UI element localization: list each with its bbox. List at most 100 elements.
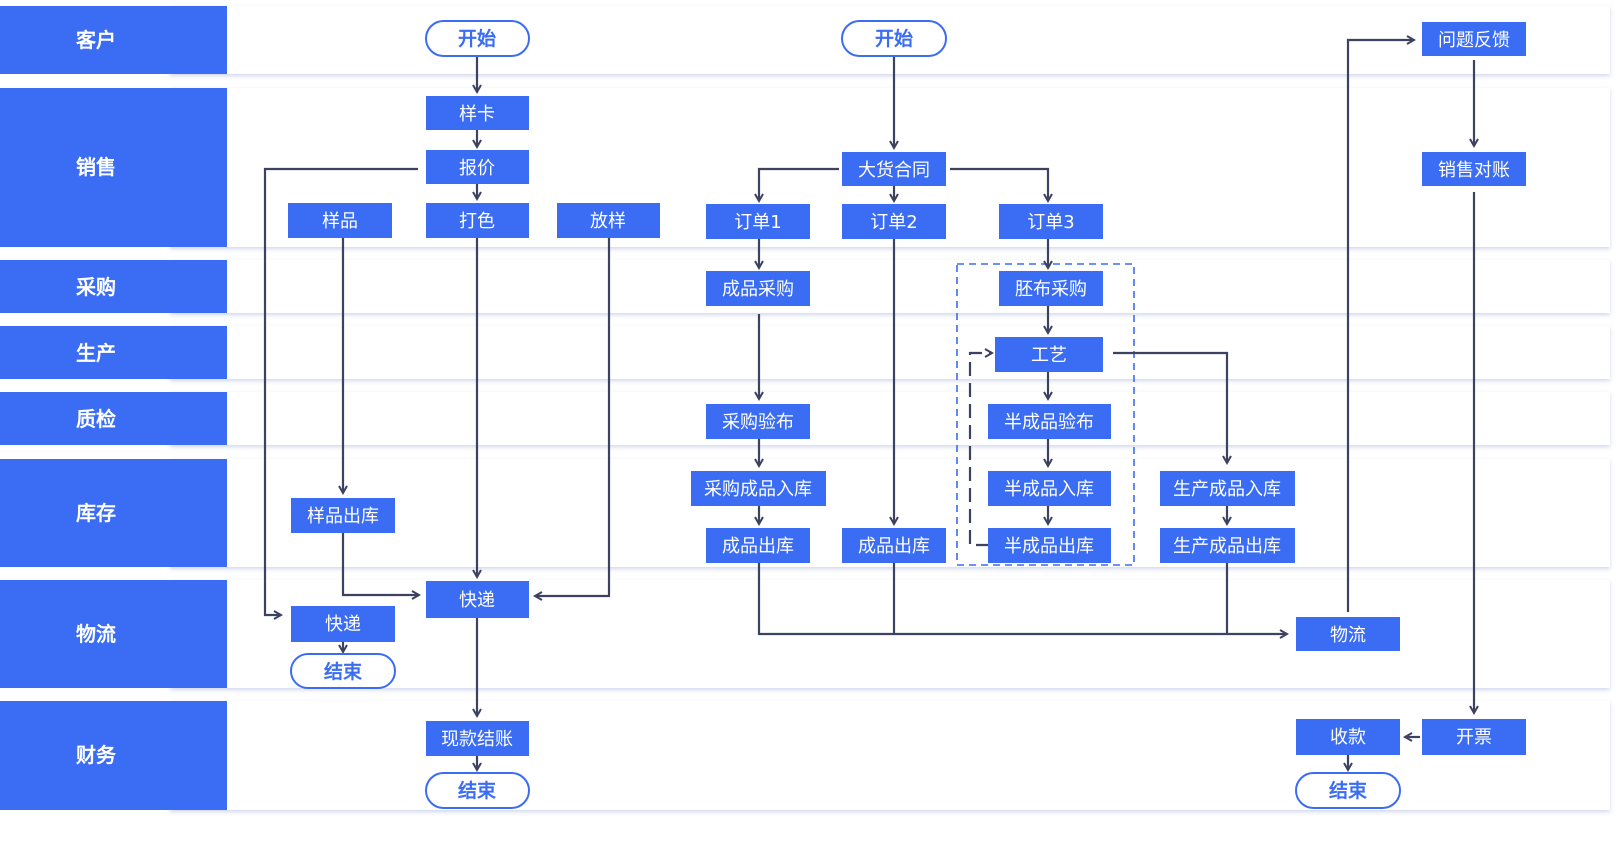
node-bcp-ruku[interactable]: [988, 471, 1111, 506]
node-sales-recon-label: 销售对账: [1438, 160, 1510, 181]
node-kaipiao[interactable]: [1422, 719, 1526, 755]
node-kuaidi-big[interactable]: [426, 581, 529, 618]
lane-label-caiwu: 财务: [76, 743, 117, 767]
node-sccp-chuku[interactable]: [1160, 528, 1295, 563]
node-sccp-chuku-label: 生产成品出库: [1173, 536, 1281, 557]
end-node-logistics[interactable]: [290, 653, 396, 689]
node-xiankuan[interactable]: [426, 721, 529, 756]
terminal-nodes: [290, 20, 1401, 809]
node-sccp-ruku-label: 生产成品入库: [1173, 479, 1281, 500]
node-gongyi-label: 工艺: [1031, 345, 1067, 366]
node-cg-yanbu[interactable]: [706, 404, 810, 439]
arrow-baojia-kuaidi-small: [263, 167, 418, 615]
end-node-finance-1[interactable]: [425, 772, 530, 809]
arrow-dahuo-order3: [950, 167, 1048, 201]
node-bcp-chuku-label: 半成品出库: [1004, 536, 1094, 557]
node-gongyi[interactable]: [995, 337, 1103, 372]
node-sccp-ruku[interactable]: [1160, 471, 1295, 506]
lane-headers: 客户 销售 采购 生产 质检 库存 物流 财务: [0, 6, 227, 810]
node-baojia[interactable]: [426, 150, 529, 184]
node-cp-chuku-1[interactable]: [706, 528, 810, 563]
node-kuaidi-big-label: 快递: [459, 590, 495, 611]
node-order1-label: 订单1: [734, 212, 781, 233]
lane-header-caiwu: [0, 701, 227, 810]
start-node-2[interactable]: [841, 20, 947, 57]
node-kuaidi-small-label: 快递: [325, 614, 361, 635]
start-node-2-label: 开始: [875, 27, 913, 50]
node-fangyang[interactable]: [557, 203, 660, 238]
end-node-finance-2[interactable]: [1295, 772, 1401, 809]
node-bcp-chuku[interactable]: [988, 528, 1111, 563]
node-dahuo[interactable]: [842, 152, 946, 186]
node-bcp-yanbu[interactable]: [988, 404, 1111, 439]
node-order3-label: 订单3: [1027, 212, 1074, 233]
lane-header-kucun: [0, 459, 227, 567]
node-xiankuan-label: 现款结账: [441, 729, 513, 750]
lane-label-xiaoshou: 销售: [76, 155, 116, 179]
node-bcp-ruku-label: 半成品入库: [1004, 479, 1094, 500]
node-yangpin-label: 样品: [322, 211, 358, 232]
lane-header-shengchan: [0, 326, 227, 379]
lane-header-kehu: [0, 6, 227, 74]
end-node-finance-1-label: 结束: [458, 779, 497, 802]
arrow-rework-loop: [968, 353, 992, 547]
lane-label-shengchan: 生产: [76, 341, 116, 365]
node-bcp-yanbu-label: 半成品验布: [1004, 412, 1094, 433]
node-kaipiao-label: 开票: [1456, 727, 1492, 748]
lane-bands: [170, 6, 1610, 810]
node-order3[interactable]: [999, 204, 1103, 239]
lane-label-caigou: 采购: [76, 275, 116, 299]
node-dahuo-label: 大货合同: [858, 160, 930, 181]
node-order1[interactable]: [706, 204, 810, 239]
node-pb-caigou-label: 胚布采购: [1015, 279, 1087, 300]
node-yangka-label: 样卡: [459, 104, 495, 125]
node-pb-caigou[interactable]: [999, 271, 1103, 306]
node-kuaidi-small[interactable]: [291, 606, 395, 642]
lane-label-kehu: 客户: [75, 28, 116, 52]
node-shoukuan-label: 收款: [1330, 727, 1366, 748]
node-yp-chuku[interactable]: [291, 498, 395, 533]
node-baojia-label: 报价: [459, 158, 495, 179]
lane-header-caigou: [0, 260, 227, 313]
node-cp-chuku-2[interactable]: [842, 528, 946, 563]
lane-header-xiaoshou: [0, 88, 227, 247]
process-nodes: [288, 22, 1526, 756]
node-cp-chuku-2-label: 成品出库: [858, 536, 930, 557]
node-feedback[interactable]: [1422, 22, 1526, 56]
end-node-finance-2-label: 结束: [1329, 779, 1368, 802]
connectors: [263, 40, 1474, 770]
node-cp-caigou[interactable]: [706, 271, 810, 306]
arrow-wuliu-feedback: [1346, 40, 1414, 612]
node-feedback-label: 问题反馈: [1438, 30, 1510, 51]
node-wuliu-label: 物流: [1330, 625, 1366, 646]
lane-header-wuliu: [0, 580, 227, 688]
node-order2[interactable]: [842, 204, 946, 239]
end-node-logistics-label: 结束: [324, 660, 363, 683]
arrow-dahuo-order1: [759, 167, 839, 201]
node-yp-chuku-label: 样品出库: [307, 506, 379, 527]
node-cp-caigou-label: 成品采购: [722, 279, 794, 300]
start-node-1[interactable]: [425, 20, 530, 57]
node-wuliu[interactable]: [1296, 617, 1400, 651]
lane-header-zhijian: [0, 392, 227, 445]
node-cp-chuku-1-label: 成品出库: [722, 536, 794, 557]
lane-band-zhijian: [170, 392, 1610, 445]
node-dase-label: 打色: [459, 211, 495, 232]
node-cgcp-ruku[interactable]: [691, 471, 826, 506]
lane-band-shengchan: [170, 326, 1610, 379]
lane-band-caigou: [170, 260, 1610, 313]
arrow-chuku-kuaidi: [341, 533, 419, 595]
node-cgcp-ruku-label: 采购成品入库: [704, 479, 812, 500]
arrow-gongyi-sccpruku: [1113, 351, 1227, 463]
arrow-fangyang-kuaidi: [535, 238, 611, 596]
node-yangka[interactable]: [426, 96, 529, 130]
node-order2-label: 订单2: [870, 212, 917, 233]
node-shoukuan[interactable]: [1296, 719, 1400, 755]
lane-label-zhijian: 质检: [76, 407, 116, 431]
node-cg-yanbu-label: 采购验布: [722, 412, 794, 433]
node-dase[interactable]: [426, 203, 529, 238]
node-yangpin[interactable]: [288, 203, 392, 238]
arrow-chuku-wuliu: [757, 563, 1287, 634]
node-sales-recon[interactable]: [1422, 152, 1526, 186]
